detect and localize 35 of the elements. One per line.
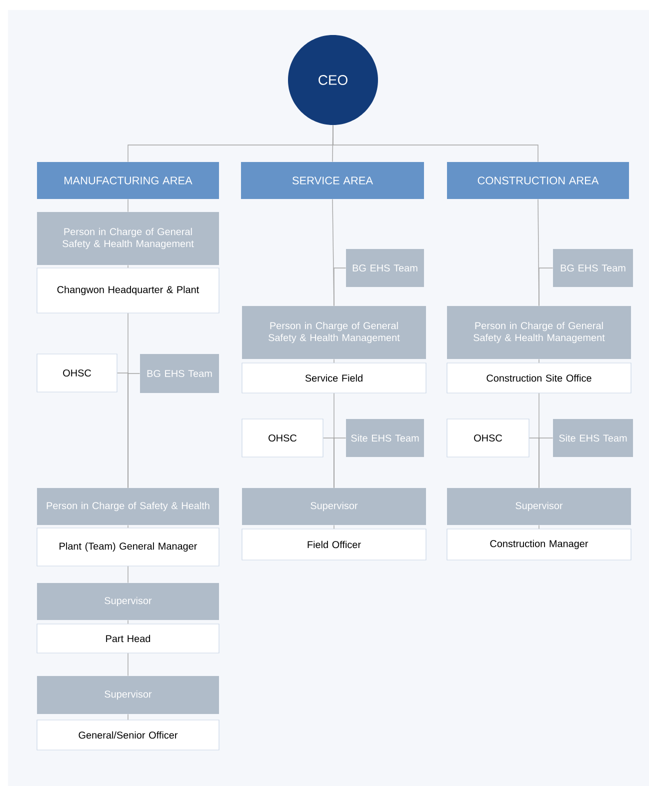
- unit-box: OHSC: [446, 418, 530, 458]
- role-box: Site EHS Team: [553, 419, 633, 457]
- area-header-box: SERVICE AREA: [241, 162, 424, 199]
- unit-box: Construction Site Office: [446, 362, 632, 394]
- connector-line: [538, 268, 554, 306]
- connector-line: [538, 358, 540, 364]
- role-box: BG EHS Team: [140, 354, 219, 393]
- unit-box: OHSC: [242, 418, 324, 458]
- area-header-box: CONSTRUCTION AREA: [447, 162, 629, 199]
- unit-box: OHSC: [36, 354, 118, 392]
- unit-box: General/Senior Officer: [36, 720, 220, 750]
- role-box: Person in Charge of General Safety & Health Management: [37, 212, 219, 265]
- unit-box: Field Officer: [242, 528, 426, 560]
- unit-box: Service Field: [242, 362, 426, 394]
- role-box: Supervisor: [37, 676, 219, 714]
- connector-line: [128, 373, 140, 488]
- area-header-box: MANUFACTURING AREA: [37, 162, 219, 199]
- connector-line: [538, 438, 554, 488]
- role-box: Site EHS Team: [346, 419, 424, 457]
- role-box: BG EHS Team: [553, 249, 633, 287]
- unit-box: Part Head: [36, 624, 220, 654]
- role-box: Person in Charge of Safety & Health: [37, 488, 219, 525]
- role-box: Supervisor: [447, 488, 631, 525]
- connector-line: [332, 124, 538, 162]
- role-box: Supervisor: [37, 583, 219, 620]
- unit-box: Plant (Team) General Manager: [36, 528, 220, 566]
- unit-box: Construction Manager: [446, 528, 632, 560]
- role-box: Person in Charge of General Safety & Health Management: [242, 306, 426, 359]
- unit-box: Changwon Headquarter & Plant: [36, 268, 220, 314]
- role-box: Supervisor: [242, 488, 426, 525]
- role-box: Person in Charge of General Safety & Health Management: [447, 306, 631, 359]
- role-box: BG EHS Team: [346, 249, 424, 287]
- connector-line: [538, 524, 540, 530]
- connector-line: [334, 268, 346, 306]
- connector-line: [334, 438, 346, 488]
